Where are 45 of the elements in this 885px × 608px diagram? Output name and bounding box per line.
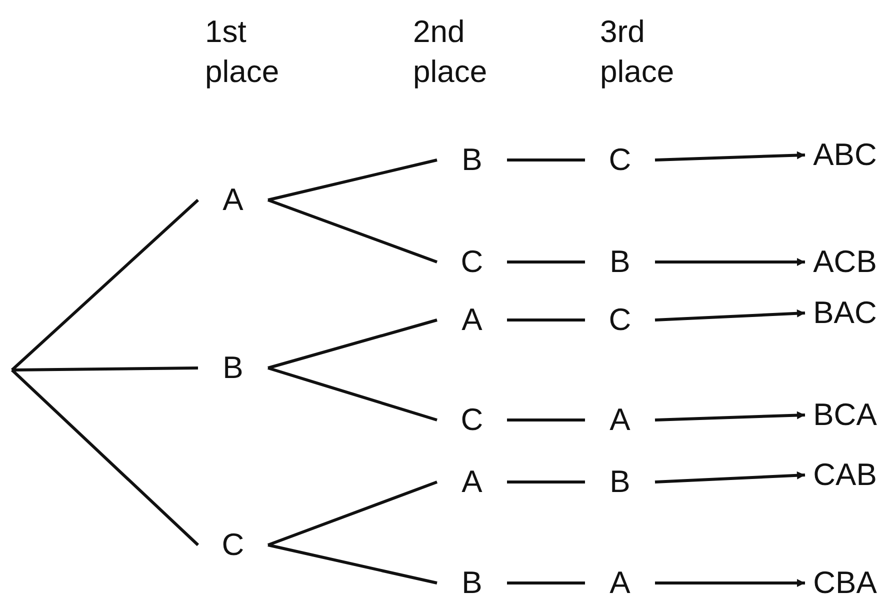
arrow (655, 579, 805, 587)
arrow (654, 471, 806, 484)
choice-letter: A (585, 400, 655, 440)
choice-letter: C (437, 400, 507, 440)
outcome-label: ABC (805, 135, 885, 175)
choice-letter: A (198, 180, 268, 220)
choice-letter: A (437, 462, 507, 502)
outcome-label: CAB (805, 455, 885, 495)
choice-letter: B (198, 348, 268, 388)
arrow (654, 151, 806, 162)
choice-letter: B (437, 563, 507, 603)
column-heading: 2nd place (413, 13, 488, 91)
connector-line (10, 368, 200, 546)
choice-letter: C (585, 300, 655, 340)
connector-line (507, 260, 585, 264)
connector-line (507, 318, 585, 322)
outcome-label: BCA (805, 395, 885, 435)
arrow (654, 411, 806, 422)
connector-line (507, 158, 585, 162)
choice-letter: B (585, 242, 655, 282)
choice-letter: C (585, 140, 655, 180)
choice-letter: A (585, 563, 655, 603)
column-heading: 3rd place (600, 13, 676, 91)
connector-line (507, 480, 585, 484)
connector-line (268, 318, 438, 370)
connector-line (507, 582, 585, 584)
outcome-label: BAC (805, 293, 885, 333)
choice-letter: B (585, 462, 655, 502)
outcome-label: ACB (805, 242, 885, 282)
choice-letter: C (198, 525, 268, 565)
choice-letter: A (437, 300, 507, 340)
outcome-label: CBA (805, 563, 885, 603)
connector-line (267, 198, 438, 264)
connector-line (268, 158, 438, 202)
connector-line (507, 418, 585, 422)
connector-line (268, 544, 438, 584)
arrow (655, 258, 805, 266)
connector-line (10, 198, 200, 372)
connector-line (12, 366, 198, 372)
column-heading: 1st place (205, 13, 280, 91)
arrow (654, 309, 806, 322)
connector-line (268, 366, 438, 422)
choice-letter: B (437, 140, 507, 180)
connector-line (267, 480, 438, 546)
choice-letter: C (437, 242, 507, 282)
